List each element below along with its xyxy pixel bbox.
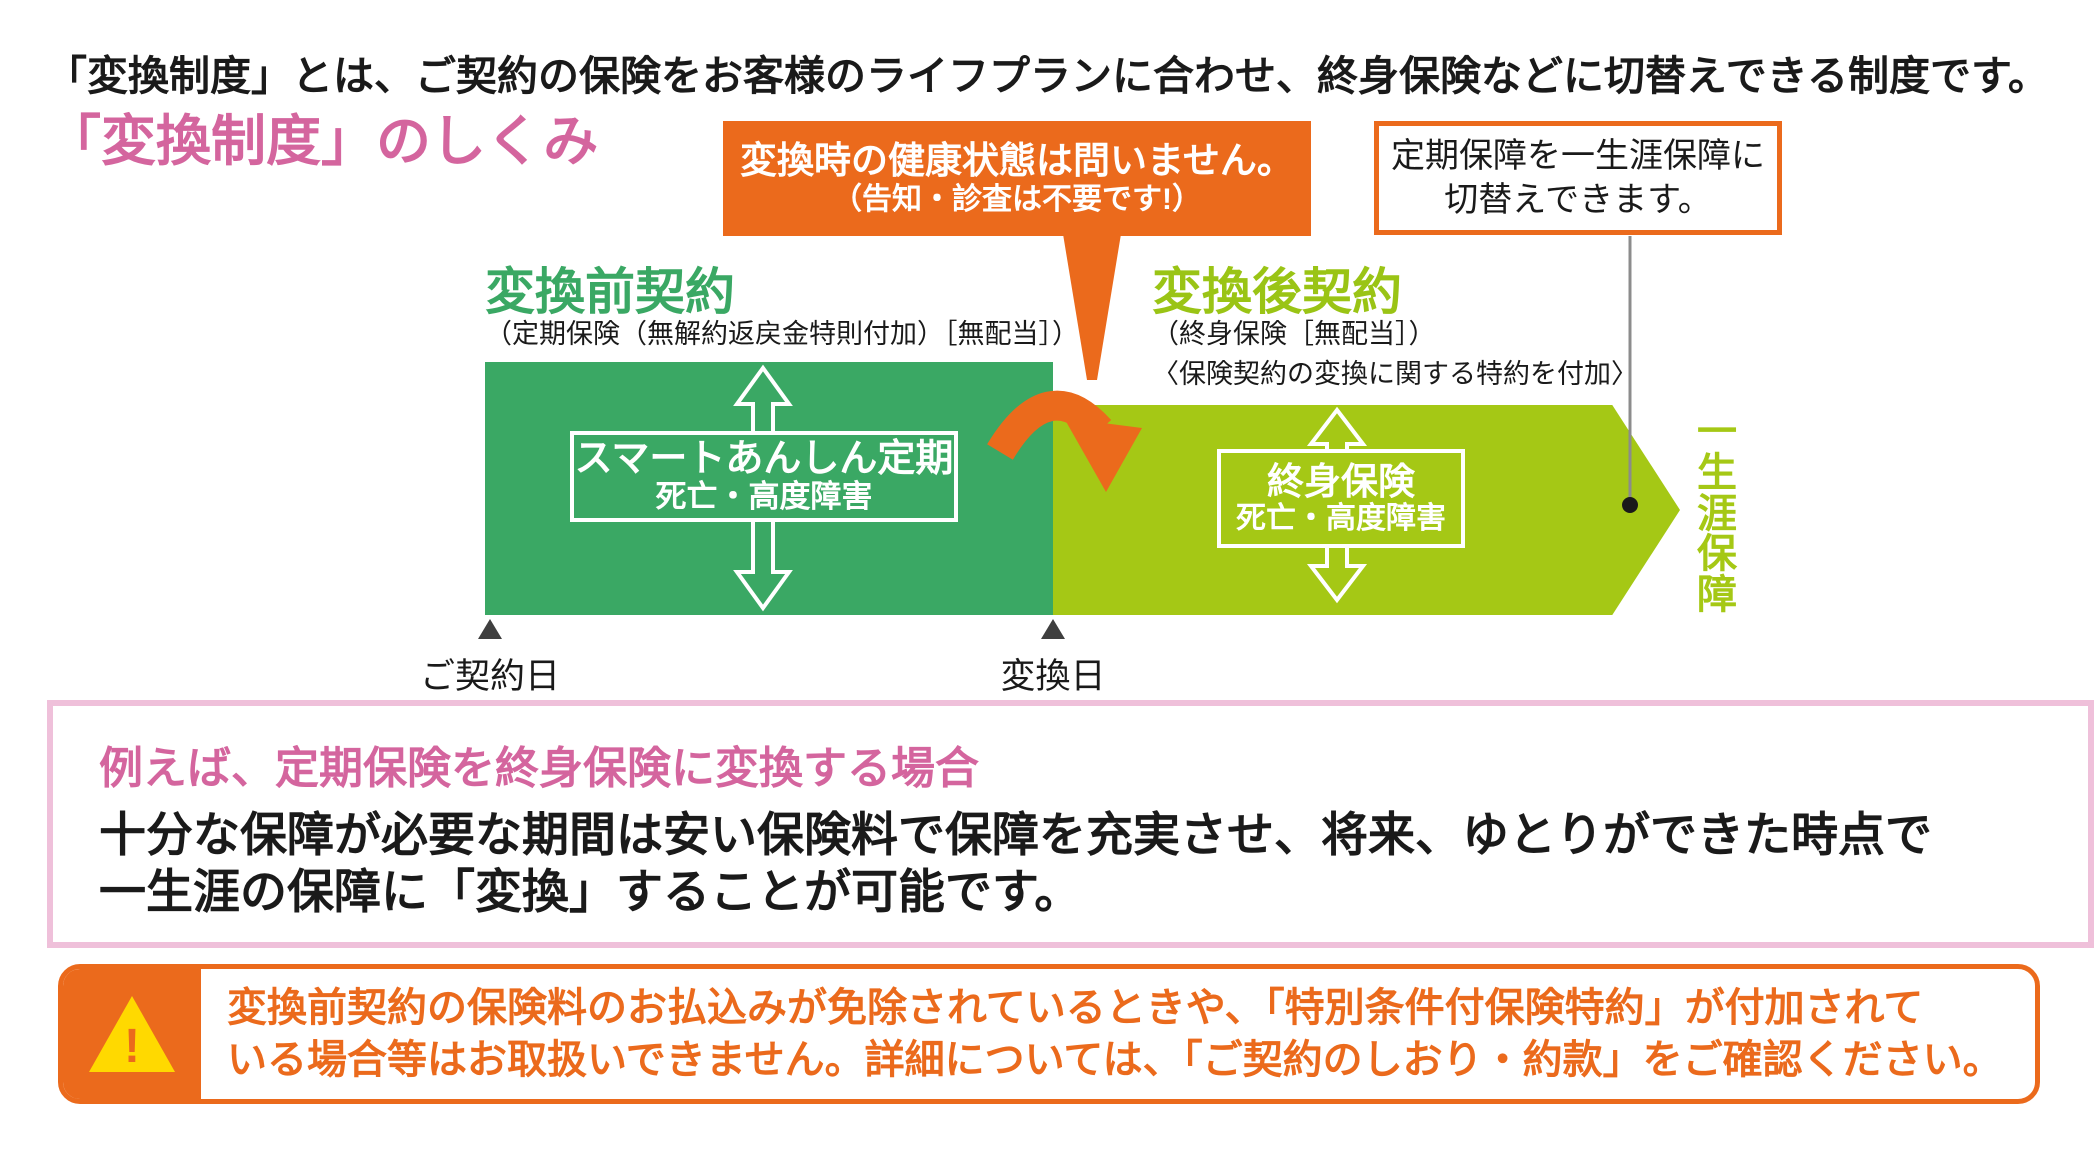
- health-callout-line2: （告知・診査は不要です!）: [832, 182, 1202, 216]
- after-contract-heading: 変換後契約: [1152, 264, 1402, 320]
- after-product-label-box: 終身保険 死亡・高度障害: [1217, 449, 1465, 548]
- warning-box: ! 変換前契約の保険料のお払込みが免除されているときや、「特別条件付保険特約」が…: [58, 964, 2040, 1104]
- warning-icon: !: [89, 996, 175, 1072]
- example-body-line1: 十分な保障が必要な期間は安い保険料で保障を充実させ、将来、ゆとりができた時点で: [99, 808, 1932, 861]
- example-body-line2: 一生涯の保障に「変換」することが可能です。: [99, 865, 1082, 919]
- callout-pointer-icon: [1063, 234, 1121, 380]
- example-box: 例えば、定期保険を終身保険に変換する場合 十分な保障が必要な期間は安い保険料で保…: [47, 700, 2094, 948]
- timeline-marker-start-icon: [478, 619, 502, 639]
- page-title: 「変換制度」のしくみ: [46, 110, 599, 172]
- example-heading: 例えば、定期保険を終身保険に変換する場合: [99, 744, 979, 793]
- health-callout-line1: 変換時の健康状態は問いません。: [740, 139, 1294, 181]
- intro-sentence: 「変換制度」とは、ご契約の保険をお客様のライフプランに合わせ、終身保険などに切替…: [46, 53, 2049, 99]
- timeline-label-conversion-date: 変換日: [1000, 657, 1106, 696]
- before-contract-heading: 変換前契約: [485, 264, 735, 320]
- after-contract-subtext2: 〈保険契約の変換に関する特約を付加〉: [1152, 359, 1638, 389]
- warning-text: 変換前契約の保険料のお払込みが免除されているときや、「特別条件付保険特約」が付加…: [201, 969, 2035, 1099]
- after-contract-subtext1: （終身保険［無配当］）: [1152, 319, 1436, 349]
- before-product-coverage: 死亡・高度障害: [655, 479, 873, 515]
- after-product-name: 終身保険: [1267, 460, 1415, 502]
- warning-band: !: [63, 969, 201, 1099]
- switch-note-line1: 定期保障を一生涯保障に: [1391, 136, 1765, 175]
- timeline-label-contract-date: ご契約日: [419, 657, 560, 696]
- warning-line1: 変換前契約の保険料のお払込みが免除されているときや、「特別条件付保険特約」が付加…: [227, 986, 1924, 1030]
- after-product-coverage: 死亡・高度障害: [1236, 502, 1446, 536]
- switch-note-line2: 切替えできます。: [1444, 181, 1712, 219]
- health-callout: 変換時の健康状態は問いません。 （告知・診査は不要です!）: [723, 121, 1311, 236]
- warning-icon-exclamation: !: [124, 1019, 140, 1073]
- timeline-marker-convert-icon: [1041, 619, 1065, 639]
- before-product-name: スマートあんしん定期: [574, 437, 954, 480]
- switch-note-box: 定期保障を一生涯保障に 切替えできます。: [1374, 121, 1782, 235]
- warning-line2: いる場合等はお取扱いできません。詳細については、「ご契約のしおり・約款」をご確認…: [227, 1038, 2003, 1082]
- lifetime-coverage-label: 一生涯保障: [1697, 410, 1737, 618]
- before-contract-subtext: （定期保険（無解約返戻金特則付加）［無配当］）: [485, 319, 1079, 349]
- before-product-label-box: スマートあんしん定期 死亡・高度障害: [570, 431, 958, 522]
